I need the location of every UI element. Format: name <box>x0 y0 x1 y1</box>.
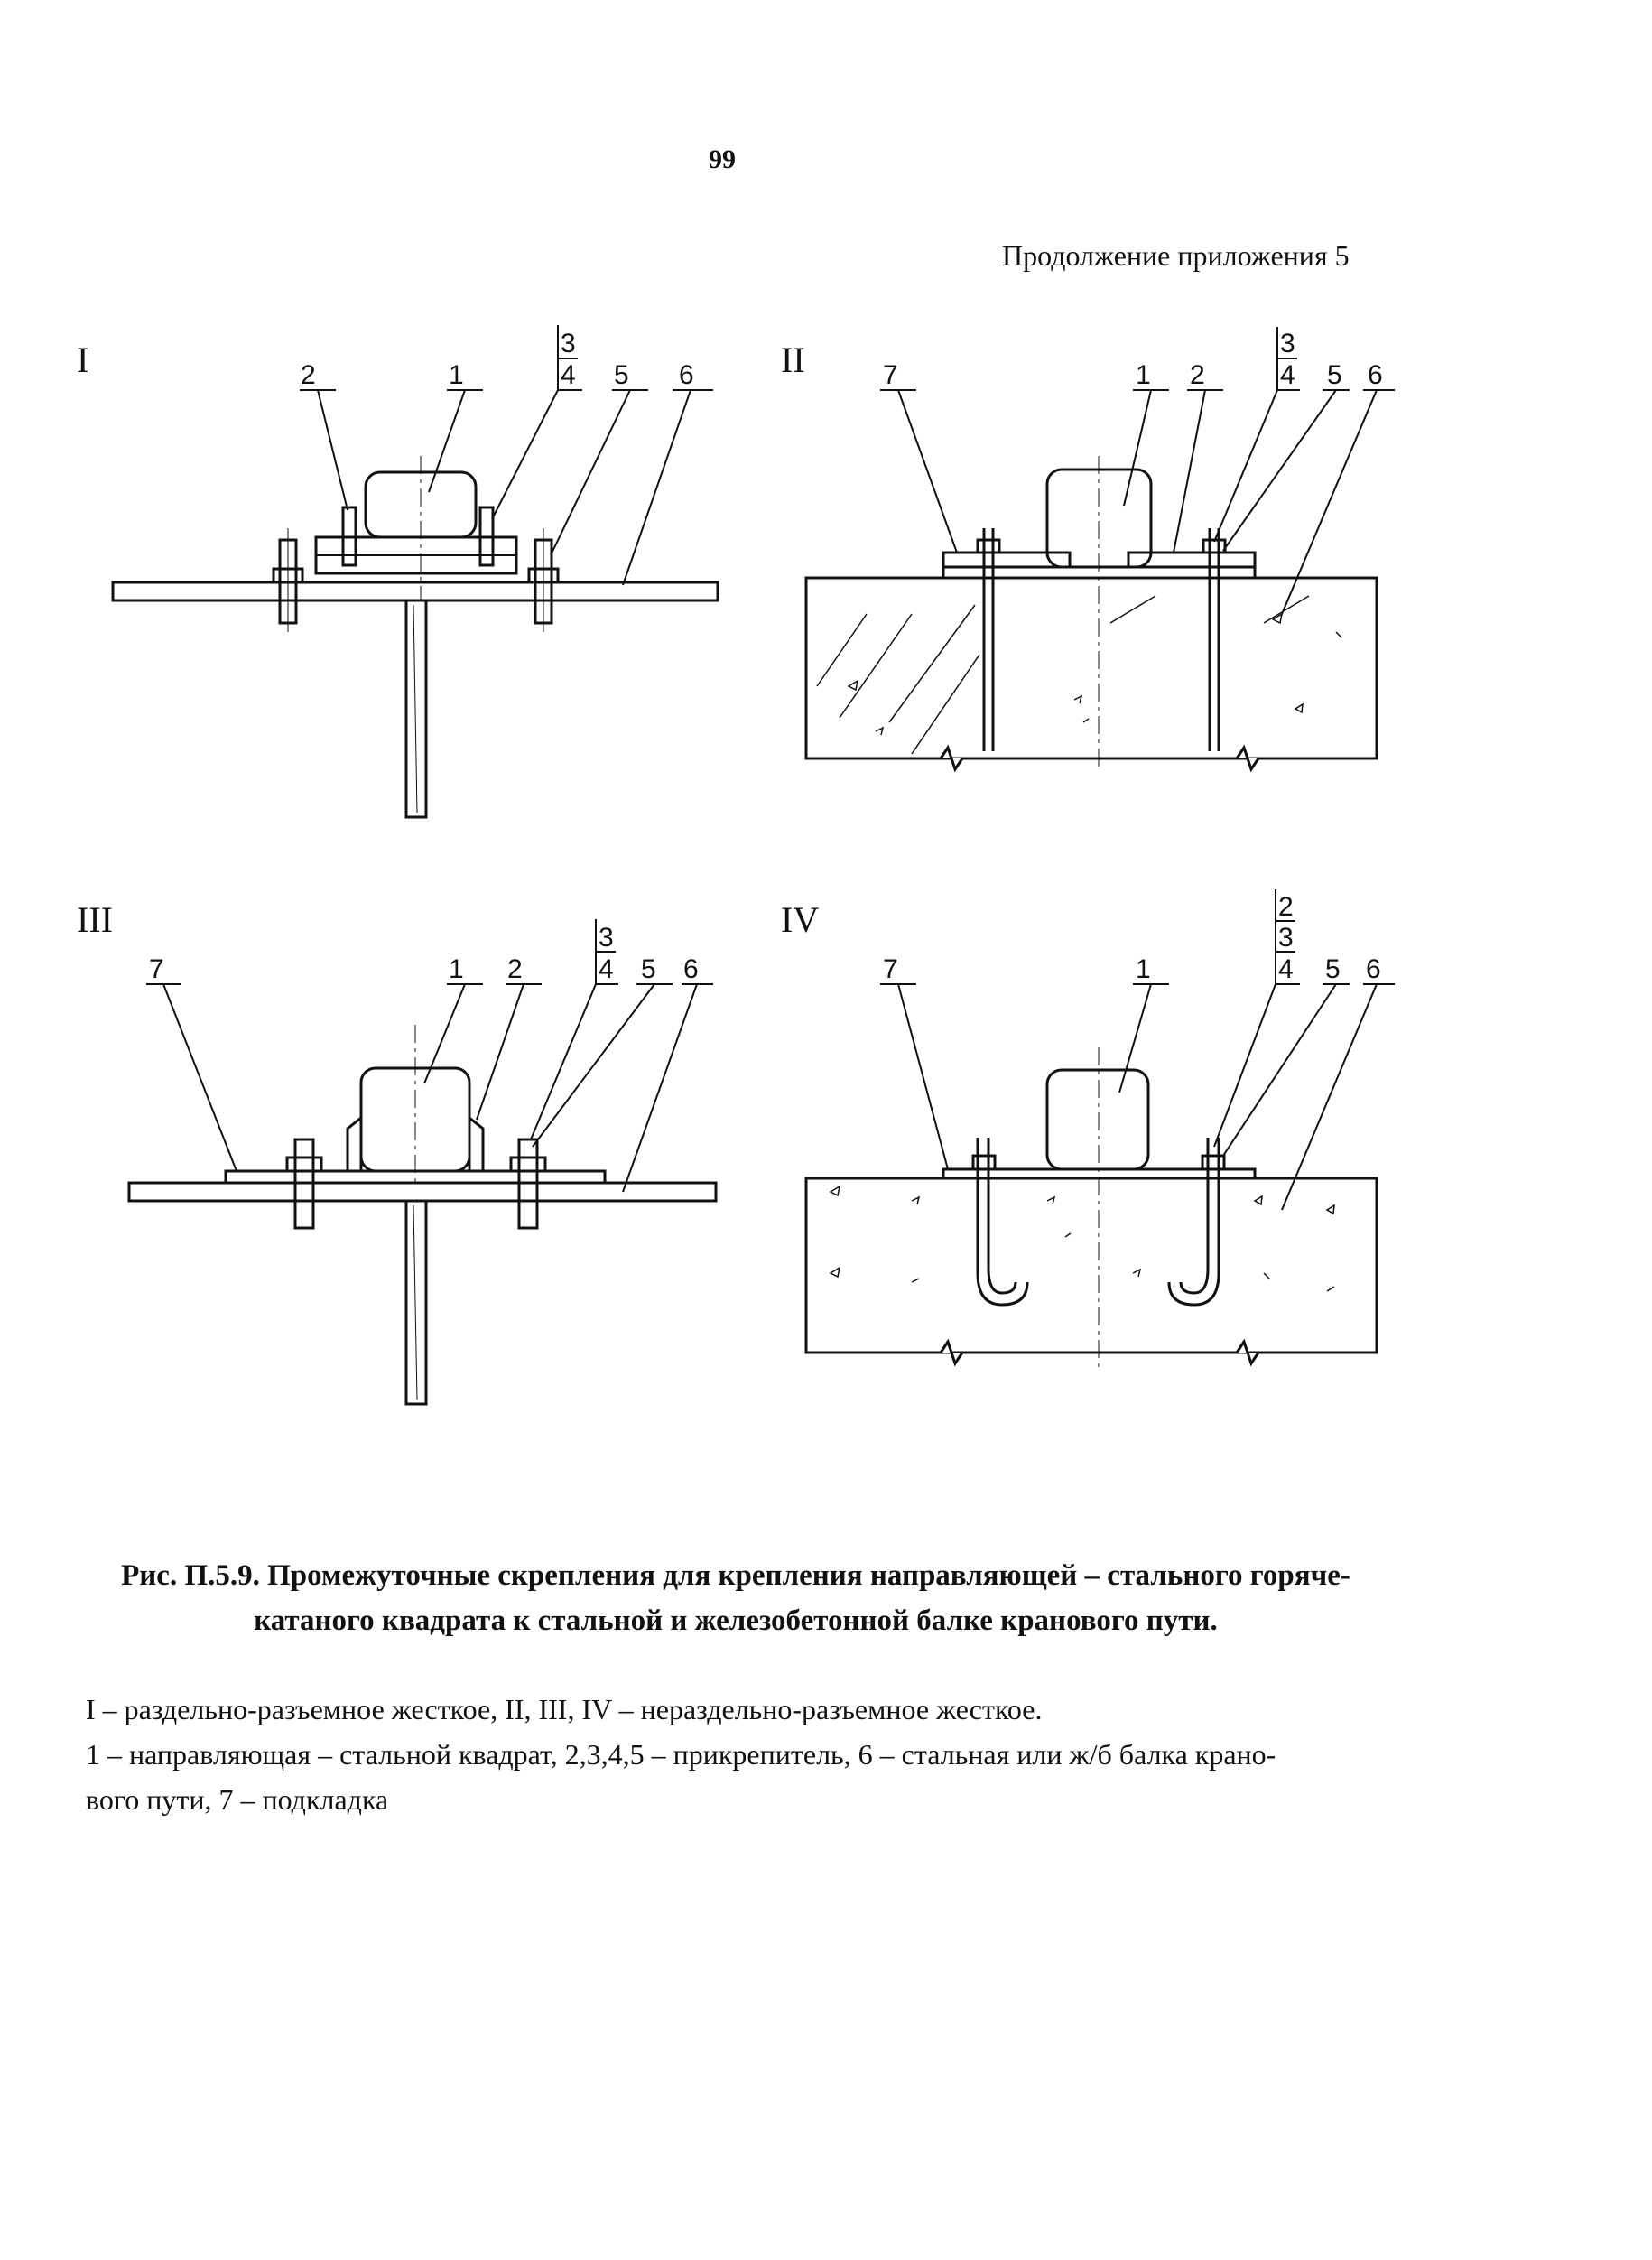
figure-label-iii: III <box>77 899 113 940</box>
technical-drawings: I 2 1 3 4 5 6 II 7 1 2 3 4 5 6 III 7 1 2… <box>77 325 1395 1406</box>
anchor-hook-right-iv <box>1167 1138 1220 1307</box>
callout-2-iii: 2 <box>507 954 523 984</box>
callout-5-i: 5 <box>614 360 629 390</box>
figure-legend: I – раздельно-разъемное жесткое, II, III… <box>86 1687 1395 1822</box>
callout-1-iv: 1 <box>1136 954 1151 984</box>
figure-iii-drawing <box>127 919 718 1406</box>
beam-flange-i <box>111 581 719 602</box>
callout-2-iv: 2 <box>1278 892 1294 922</box>
callout-5-ii: 5 <box>1327 360 1342 390</box>
beam-flange-iii <box>127 1181 718 1203</box>
callout-4-iv: 4 <box>1278 954 1294 984</box>
callout-1-iii: 1 <box>449 954 464 984</box>
page-number: 99 <box>709 144 736 174</box>
callout-7-ii: 7 <box>883 360 898 390</box>
continuation-note: Продолжение приложения 5 <box>1002 239 1350 272</box>
anchor-hook-left-iv <box>976 1138 1029 1307</box>
caption-line-2: катаного квадрата к стальной и железобет… <box>254 1604 1218 1637</box>
callout-5-iii: 5 <box>641 954 656 984</box>
figure-caption: Рис. П.5.9. Промежуточные скрепления для… <box>81 1553 1390 1643</box>
beam-web-iii <box>404 1199 428 1406</box>
callout-2-ii: 2 <box>1190 360 1205 390</box>
figure-label-i: I <box>77 339 88 380</box>
callout-3-i: 3 <box>561 329 576 358</box>
callout-4-ii: 4 <box>1280 360 1295 390</box>
callout-1-i: 1 <box>449 360 464 390</box>
callout-4-i: 4 <box>561 360 576 390</box>
figure-iv-drawing <box>804 889 1395 1372</box>
callout-2-i: 2 <box>301 360 316 390</box>
guide-square-iv <box>1045 1068 1150 1171</box>
callout-3-iv: 3 <box>1278 923 1294 953</box>
bolt-left-iii <box>293 1138 315 1230</box>
beam-web-i <box>404 599 428 819</box>
figure-i-drawing <box>111 325 719 819</box>
legend-line-1: I – раздельно-разъемное жесткое, II, III… <box>86 1693 1043 1725</box>
legend-line-2: 1 – направляющая – стальной квадрат, 2,3… <box>86 1738 1276 1771</box>
concrete-beam-ii <box>804 576 1378 760</box>
legend-line-3: вого пути, 7 – подкладка <box>86 1783 389 1816</box>
callout-6-ii: 6 <box>1368 360 1383 390</box>
bolt-right-iii <box>517 1138 539 1230</box>
callout-3-ii: 3 <box>1280 329 1295 358</box>
callout-1-ii: 1 <box>1136 360 1151 390</box>
callout-7-iv: 7 <box>883 954 898 984</box>
callout-5-iv: 5 <box>1325 954 1341 984</box>
clamp-left-ii <box>942 551 1072 569</box>
concrete-beam-iv <box>804 1177 1378 1354</box>
figure-label-iv: IV <box>781 899 819 940</box>
caption-line-1: Рис. П.5.9. Промежуточные скрепления для… <box>121 1559 1350 1592</box>
callout-3-iii: 3 <box>599 923 614 953</box>
figure-ii-drawing <box>804 327 1395 773</box>
callout-6-iv: 6 <box>1366 954 1381 984</box>
callout-4-iii: 4 <box>599 954 614 984</box>
figure-label-ii: II <box>781 339 805 380</box>
callout-6-i: 6 <box>679 360 694 390</box>
clamp-right-ii <box>1127 551 1257 569</box>
callout-6-iii: 6 <box>683 954 699 984</box>
callout-7-iii: 7 <box>149 954 164 984</box>
